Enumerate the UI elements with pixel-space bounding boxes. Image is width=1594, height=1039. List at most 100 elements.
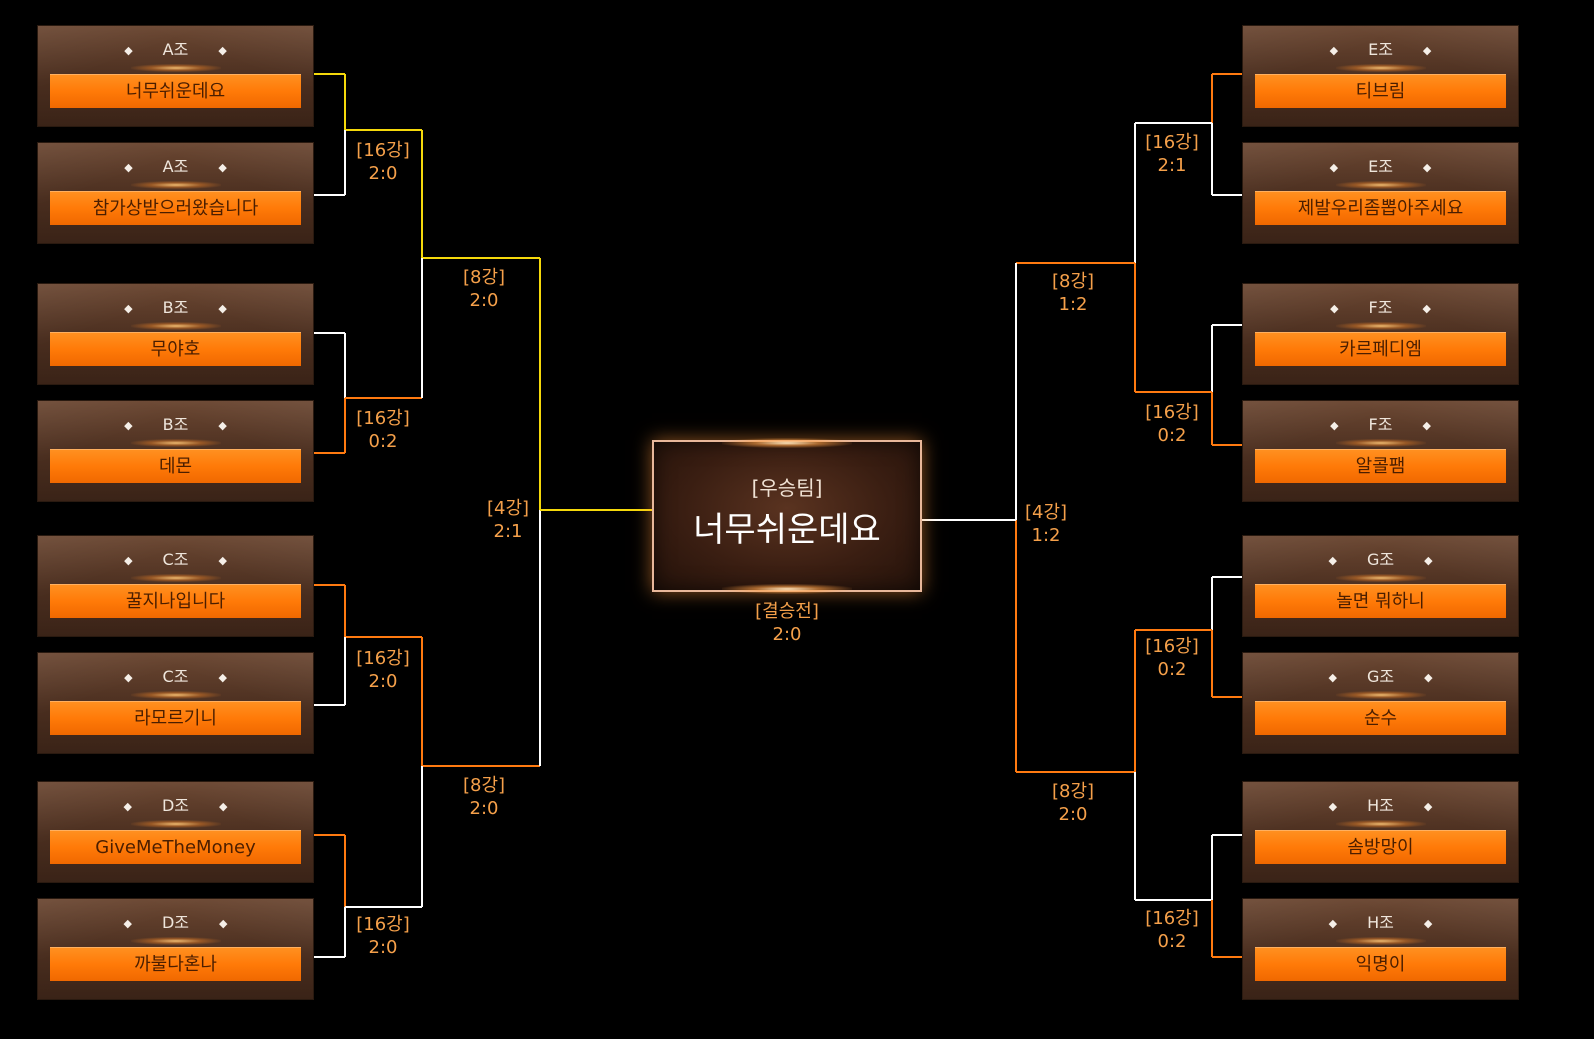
score-value: 0:2 xyxy=(1157,425,1187,446)
team-card[interactable]: ◆A조◆ 너무쉬운데요 xyxy=(38,26,313,126)
round-label: [8강] xyxy=(462,775,506,796)
team-card[interactable]: ◆H조◆ 솜방망이 xyxy=(1243,782,1518,882)
team-card[interactable]: ◆B조◆ 데몬 xyxy=(38,401,313,501)
match-score-r16: [16강]0:2 xyxy=(1127,907,1217,953)
diamond-icon: ◆ xyxy=(1330,301,1339,315)
round-label: [8강] xyxy=(1051,271,1095,292)
diamond-icon: ◆ xyxy=(1328,799,1338,813)
glow-highlight xyxy=(722,584,852,594)
glow-highlight xyxy=(1335,820,1426,828)
team-name: 무야호 xyxy=(50,332,301,366)
glow-highlight xyxy=(1335,322,1426,330)
diamond-icon: ◆ xyxy=(124,301,133,315)
match-score-r16: [16강]2:0 xyxy=(338,913,428,959)
team-name: 순수 xyxy=(1255,701,1506,735)
round-label: [16강] xyxy=(356,140,410,161)
team-group: E조 xyxy=(1368,157,1393,176)
team-name: 티브림 xyxy=(1255,74,1506,108)
team-card[interactable]: ◆F조◆ 카르페디엠 xyxy=(1243,284,1518,384)
team-card[interactable]: ◆E조◆ 티브림 xyxy=(1243,26,1518,126)
round-label: [16강] xyxy=(356,914,410,935)
team-card[interactable]: ◆E조◆ 제발우리좀뽑아주세요 xyxy=(1243,143,1518,243)
glow-highlight xyxy=(130,820,221,828)
diamond-icon: ◆ xyxy=(1422,43,1432,57)
team-card[interactable]: ◆D조◆ 까불다혼나 xyxy=(38,899,313,999)
team-card[interactable]: ◆C조◆ 라모르기니 xyxy=(38,653,313,753)
team-card[interactable]: ◆G조◆ 순수 xyxy=(1243,653,1518,753)
winner-name: 너무쉬운데요 xyxy=(693,510,881,550)
diamond-icon: ◆ xyxy=(1328,553,1337,567)
diamond-icon: ◆ xyxy=(1330,418,1339,432)
team-name: 카르페디엠 xyxy=(1255,332,1506,366)
round-label: [16강] xyxy=(1145,402,1199,423)
diamond-icon: ◆ xyxy=(123,916,132,930)
team-name: 라모르기니 xyxy=(50,701,301,735)
team-group: H조 xyxy=(1367,913,1394,932)
glow-highlight xyxy=(1335,439,1426,447)
score-value: 2:0 xyxy=(1058,804,1088,825)
round-label: [16강] xyxy=(356,648,410,669)
diamond-icon: ◆ xyxy=(1329,43,1339,57)
diamond-icon: ◆ xyxy=(1329,160,1339,174)
glow-highlight xyxy=(130,181,221,189)
team-name: 너무쉬운데요 xyxy=(50,74,301,108)
diamond-icon: ◆ xyxy=(218,670,227,684)
score-value: 2:0 xyxy=(469,798,499,819)
team-card[interactable]: ◆H조◆ 익명이 xyxy=(1243,899,1518,999)
glow-highlight xyxy=(130,574,221,582)
diamond-icon: ◆ xyxy=(124,418,133,432)
team-group: C조 xyxy=(162,550,189,569)
score-value: 2:0 xyxy=(368,163,398,184)
round-label: [4강] xyxy=(486,498,530,519)
match-score-qf: [8강]2:0 xyxy=(439,774,529,820)
round-label: [16강] xyxy=(1145,908,1199,929)
round-label: [16강] xyxy=(356,408,410,429)
team-group: G조 xyxy=(1366,550,1395,569)
team-card[interactable]: ◆A조◆ 참가상받으러왔습니다 xyxy=(38,143,313,243)
diamond-icon: ◆ xyxy=(1328,916,1338,930)
team-card[interactable]: ◆C조◆ 꿀지나입니다 xyxy=(38,536,313,636)
team-name: 까불다혼나 xyxy=(50,947,301,981)
match-score-sf: [4강]2:1 xyxy=(463,497,553,543)
diamond-icon: ◆ xyxy=(218,553,227,567)
match-score-qf: [8강]1:2 xyxy=(1028,270,1118,316)
score-value: 2:1 xyxy=(1157,155,1187,176)
glow-highlight xyxy=(1335,181,1426,189)
team-group: B조 xyxy=(162,415,189,434)
team-group: C조 xyxy=(162,667,189,686)
team-group: A조 xyxy=(162,157,189,176)
glow-highlight xyxy=(1335,691,1426,699)
team-card[interactable]: ◆D조◆ GiveMeTheMoney xyxy=(38,782,313,882)
diamond-icon: ◆ xyxy=(1423,799,1433,813)
team-name: 꿀지나입니다 xyxy=(50,584,301,618)
diamond-icon: ◆ xyxy=(218,301,227,315)
team-card[interactable]: ◆ G조 ◆ 놀면 뭐하니 xyxy=(1243,536,1518,636)
team-card[interactable]: ◆B조◆ 무야호 xyxy=(38,284,313,384)
round-label: [결승전] xyxy=(755,601,819,622)
team-name: 솜방망이 xyxy=(1255,830,1506,864)
diamond-icon: ◆ xyxy=(1328,670,1337,684)
glow-highlight xyxy=(130,937,221,945)
diamond-icon: ◆ xyxy=(219,799,228,813)
diamond-icon: ◆ xyxy=(1424,553,1433,567)
winner-label: [우승팀] xyxy=(751,476,823,500)
diamond-icon: ◆ xyxy=(1422,160,1432,174)
team-card[interactable]: ◆F조◆ 알콜팸 xyxy=(1243,401,1518,501)
team-name: GiveMeTheMoney xyxy=(50,830,301,864)
team-group: A조 xyxy=(162,40,189,59)
team-group: D조 xyxy=(161,913,190,932)
glow-highlight xyxy=(130,322,221,330)
team-name: 놀면 뭐하니 xyxy=(1255,584,1506,618)
round-label: [16강] xyxy=(1145,132,1199,153)
winner-box: [우승팀] 너무쉬운데요 xyxy=(652,438,922,594)
match-score-qf: [8강]2:0 xyxy=(1028,780,1118,826)
team-group: F조 xyxy=(1368,298,1393,317)
score-value: 2:0 xyxy=(469,290,499,311)
round-label: [8강] xyxy=(1051,781,1095,802)
team-group: G조 xyxy=(1366,667,1395,686)
team-name: 참가상받으러왔습니다 xyxy=(50,191,301,225)
match-score-r16: [16강]2:1 xyxy=(1127,131,1217,177)
round-label: [4강] xyxy=(1024,502,1068,523)
match-score-sf: [4강]1:2 xyxy=(1001,501,1091,547)
